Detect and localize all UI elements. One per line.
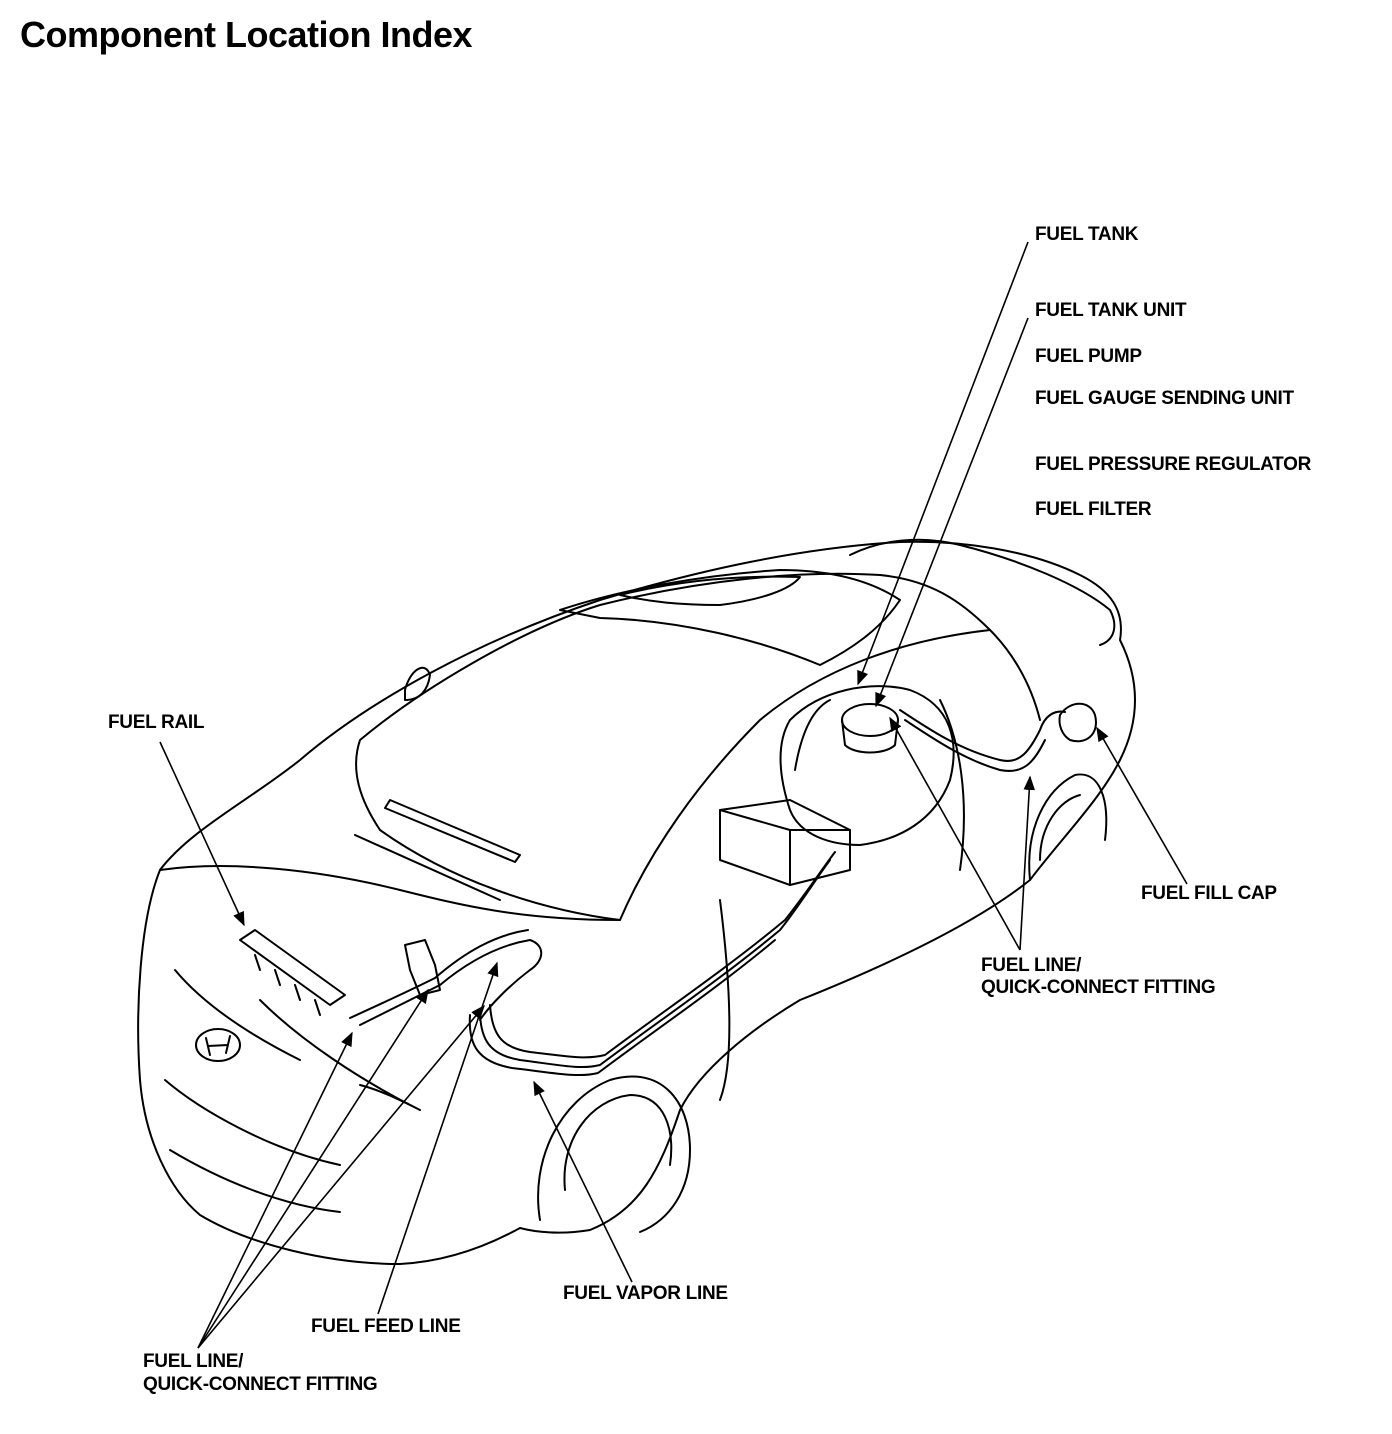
leader-lines	[159, 241, 1188, 1349]
label-fuel-vapor-line: FUEL VAPOR LINE	[563, 1283, 728, 1304]
fuel-tank-unit	[841, 703, 899, 737]
leader-fuel-fill-cap	[1096, 726, 1188, 885]
label-fuel-gauge-sending-unit: FUEL GAUGE SENDING UNIT	[1035, 388, 1294, 409]
label-fuel-filter: FUEL FILTER	[1035, 499, 1152, 520]
label-rear-fuel-line: FUEL LINE/	[981, 955, 1082, 976]
car-outline	[137, 540, 1136, 1265]
windshield	[355, 572, 991, 921]
front-wheel	[537, 1075, 691, 1233]
page-title: Component Location Index	[20, 14, 473, 55]
label-fuel-fill-cap: FUEL FILL CAP	[1141, 883, 1277, 904]
leader-front-fitting-b	[197, 988, 429, 1349]
label-fuel-pump: FUEL PUMP	[1035, 346, 1142, 367]
leader-front-fitting-a	[197, 1031, 353, 1349]
leader-fuel-tank	[857, 241, 1029, 686]
sunroof	[559, 569, 901, 666]
label-fuel-tank: FUEL TANK	[1035, 224, 1139, 245]
leader-fuel-rail	[159, 741, 245, 927]
label-front-quick-connect: QUICK-CONNECT FITTING	[143, 1374, 378, 1395]
rear-spoiler	[849, 538, 1116, 646]
fuel-fill-door	[1058, 702, 1097, 743]
label-front-fuel-line: FUEL LINE/	[143, 1351, 244, 1372]
fuel-line-bundle	[479, 859, 831, 1069]
emblem	[195, 1028, 241, 1062]
leader-front-fitting-c	[197, 1004, 485, 1349]
fuel-rail	[239, 929, 346, 1006]
rear-wheel	[1028, 773, 1108, 881]
car-body	[137, 538, 1136, 1265]
front-grille	[174, 969, 301, 1061]
hood	[159, 865, 621, 921]
label-fuel-pressure-regulator: FUEL PRESSURE REGULATOR	[1035, 454, 1312, 475]
leader-fuel-vapor-line	[533, 1080, 633, 1283]
label-fuel-rail: FUEL RAIL	[108, 712, 205, 733]
fuel-components	[239, 685, 1066, 1077]
label-fuel-feed-line: FUEL FEED LINE	[311, 1316, 461, 1337]
label-rear-quick-connect: QUICK-CONNECT FITTING	[981, 977, 1216, 998]
canister	[719, 799, 851, 886]
fuel-tank	[779, 685, 955, 846]
headlight	[259, 999, 421, 1111]
door-line	[719, 899, 731, 1101]
leader-fuel-feed-line	[377, 961, 499, 1315]
leader-rear-fitting-a	[889, 716, 1021, 951]
leader-fuel-tank-unit	[875, 317, 1029, 708]
side-mirror	[404, 666, 431, 701]
label-fuel-tank-unit: FUEL TANK UNIT	[1035, 300, 1187, 321]
leader-rear-fitting-b	[1019, 775, 1036, 951]
